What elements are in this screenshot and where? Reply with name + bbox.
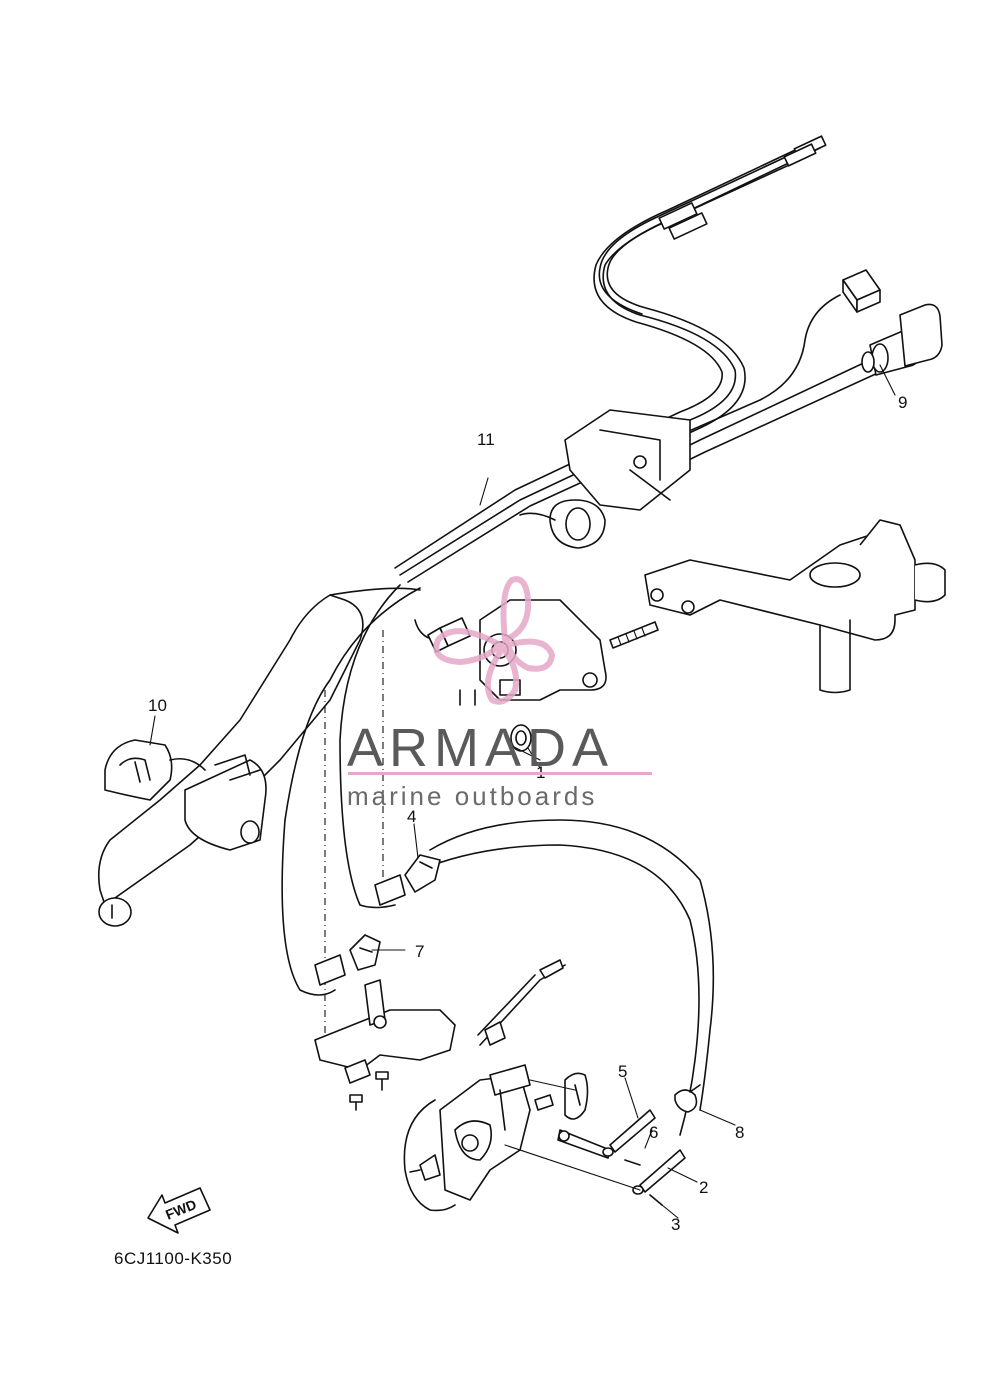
clamp-part-4 xyxy=(404,854,441,893)
connector-part-9 xyxy=(861,303,943,376)
callout-labels: 1 2 3 4 5 6 7 8 9 10 11 xyxy=(148,393,907,1234)
screws xyxy=(349,1071,389,1111)
callout-10: 10 xyxy=(148,696,167,715)
callout-8: 8 xyxy=(735,1123,744,1142)
callout-9: 9 xyxy=(898,393,907,412)
steering-arm xyxy=(644,519,946,694)
nut-part-1 xyxy=(509,724,541,761)
clamp-part-7 xyxy=(349,934,381,971)
cable-end-part-2 xyxy=(632,1149,686,1195)
mounting-plate xyxy=(314,979,456,1084)
cable-end-part-5 xyxy=(602,1109,656,1157)
control-mechanism xyxy=(403,959,566,1212)
clip-part-8 xyxy=(674,1084,701,1113)
callout-4: 4 xyxy=(407,807,416,826)
shift-gear xyxy=(534,1072,611,1159)
grip-part-10 xyxy=(104,739,206,801)
callout-7: 7 xyxy=(415,942,424,961)
callout-5: 5 xyxy=(618,1062,627,1081)
forward-direction-arrow: FWD xyxy=(147,1187,211,1234)
leader-lines xyxy=(149,364,896,1219)
watermark-divider xyxy=(348,772,652,775)
watermark-logo-icon xyxy=(433,576,556,705)
tiller-handle xyxy=(97,587,421,927)
callout-3: 3 xyxy=(671,1215,680,1234)
steering-bracket xyxy=(519,409,691,549)
callout-6: 6 xyxy=(649,1123,658,1142)
linkage-lines xyxy=(504,1079,641,1191)
pin-part-3-and-6 xyxy=(624,1159,663,1206)
clamp-small xyxy=(314,874,406,986)
diagram-part-code: 6CJ1100-K350 xyxy=(114,1249,232,1268)
remote-control-cables xyxy=(394,135,827,583)
watermark-brand: ARMADA xyxy=(347,718,614,778)
watermark-tagline: marine outboards xyxy=(347,781,597,811)
harness-loop xyxy=(281,584,715,1136)
bolt xyxy=(609,621,659,649)
watermark: ARMADA marine outboards xyxy=(347,576,652,811)
callout-11: 11 xyxy=(477,430,495,449)
callout-2: 2 xyxy=(699,1178,708,1197)
